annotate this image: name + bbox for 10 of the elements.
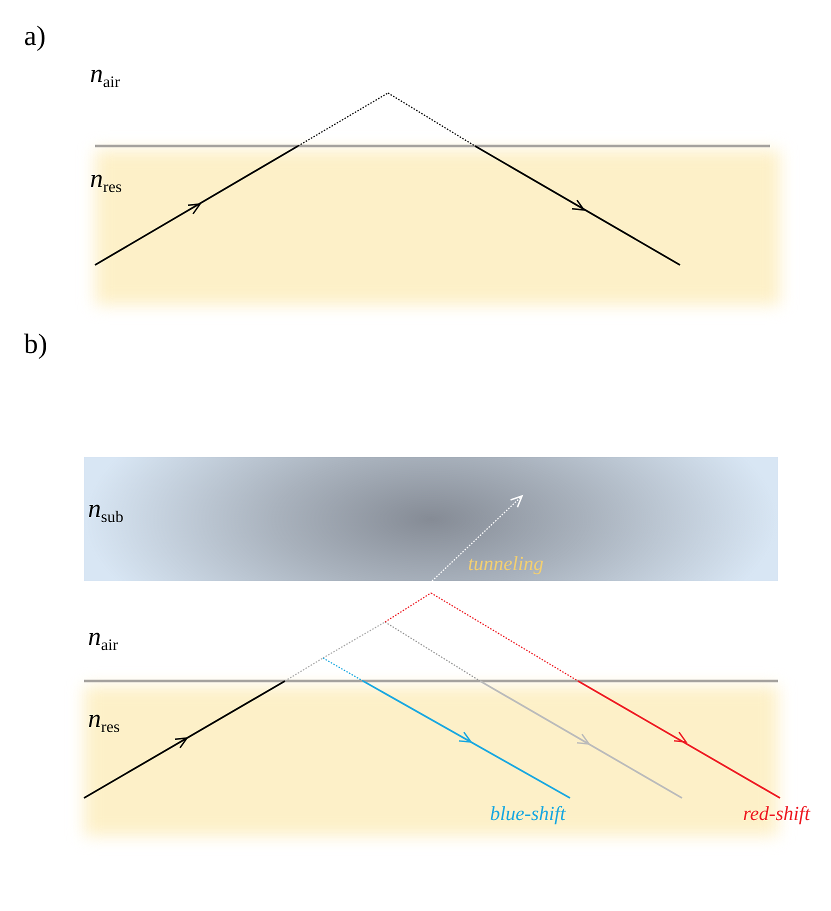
refractive-index-label: n$_{sub}$ [88, 495, 124, 527]
refractive-index-label: n$_{air}$ [88, 623, 118, 655]
refractive-index-label: n$_{res}$ [88, 705, 120, 737]
panel-label: b) [24, 330, 48, 361]
ray-label: red-shift [743, 803, 810, 825]
refractive-index-label: n$_{air}$ [90, 60, 120, 92]
ray-label: blue-shift [490, 803, 566, 825]
ray-label: tunneling [468, 553, 544, 575]
panel-label: a) [24, 22, 46, 53]
refractive-index-label: n$_{res}$ [90, 165, 122, 197]
